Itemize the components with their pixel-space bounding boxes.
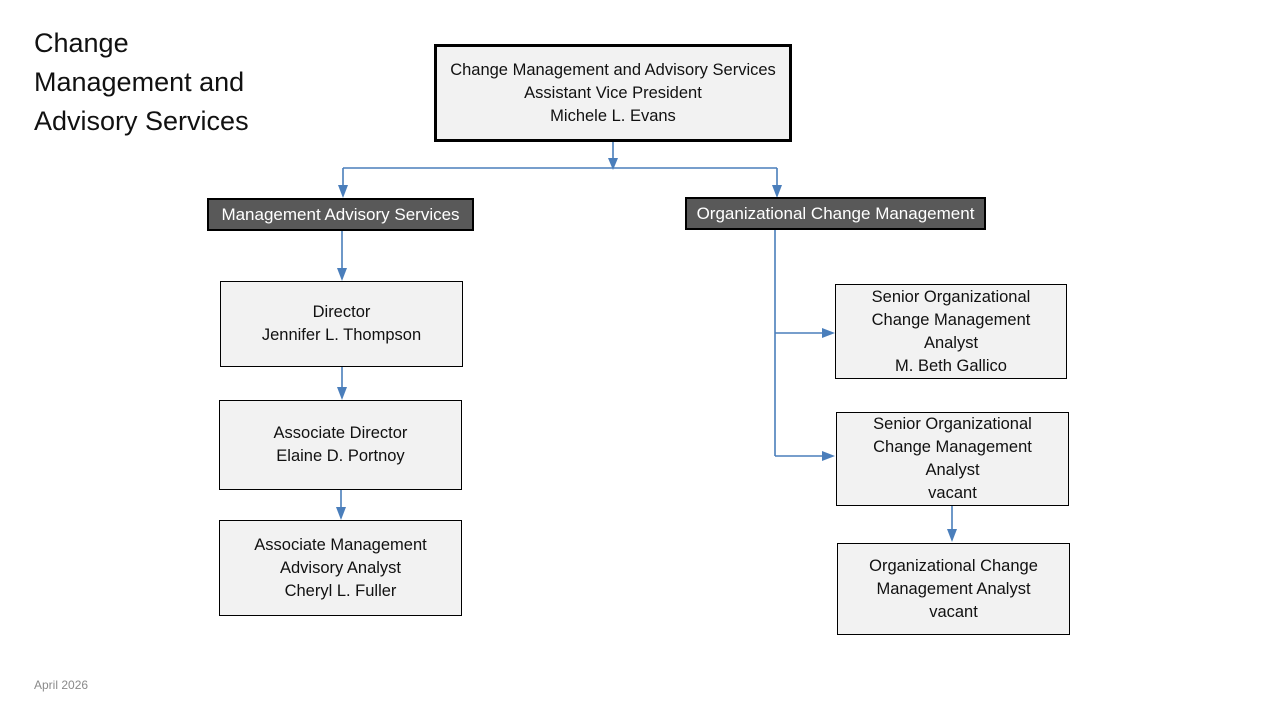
edge-assoc-director-to-analyst-arrowhead — [336, 507, 346, 520]
node-mas-associate-management-advisory-analyst[interactable]: Associate Management Advisory Analyst Ch… — [219, 520, 462, 616]
node-ocm-senior-analyst-vacant[interactable]: Senior Organizational Change Management … — [836, 412, 1069, 506]
footer-date: April 2026 — [34, 678, 89, 692]
edge-ocm-to-senior-gallico-arrowhead — [822, 328, 835, 338]
edge-ocm-to-senior-vacant-arrowhead — [822, 451, 835, 461]
node-root[interactable]: Change Management and Advisory Services … — [434, 44, 792, 142]
node-unit-management-advisory-services[interactable]: Management Advisory Services — [207, 198, 474, 231]
edge-root-bus-arrowhead — [608, 158, 618, 170]
edge-senior-vacant-to-analyst-vacant-arrowhead — [947, 529, 957, 542]
node-mas-associate-director[interactable]: Associate Director Elaine D. Portnoy — [219, 400, 462, 490]
page-title: Change Management and Advisory Services — [34, 28, 249, 136]
node-unit-organizational-change-management[interactable]: Organizational Change Management — [685, 197, 986, 230]
edge-director-to-assoc-director-arrowhead — [337, 387, 347, 400]
edge-mas-to-director-arrowhead — [337, 268, 347, 281]
node-mas-director[interactable]: Director Jennifer L. Thompson — [220, 281, 463, 367]
node-ocm-analyst-vacant[interactable]: Organizational Change Management Analyst… — [837, 543, 1070, 635]
edge-bus-to-mas-arrowhead — [338, 185, 348, 198]
node-ocm-senior-analyst-gallico[interactable]: Senior Organizational Change Management … — [835, 284, 1067, 379]
